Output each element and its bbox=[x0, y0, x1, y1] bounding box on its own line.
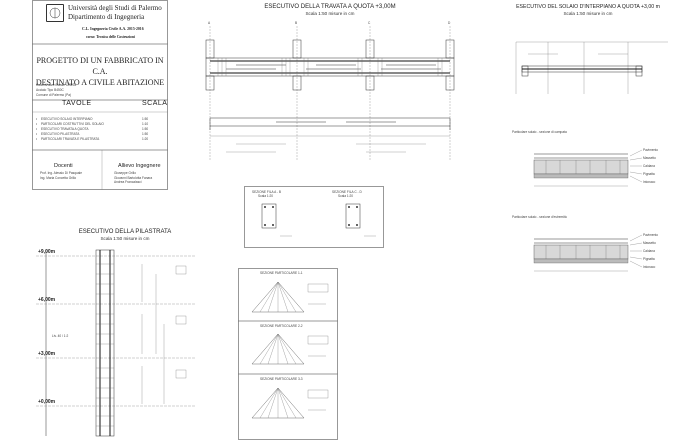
university-name: Università degli Studi di Palermo bbox=[68, 4, 162, 12]
solaio-detail1: Pavimento Massetto Caldana Pignatta Into… bbox=[510, 136, 670, 198]
project-title: PROGETTO DI UN FABBRICATO IN C.A. DESTIN… bbox=[32, 55, 168, 88]
spec-steel: Acciaio Tipo B450C bbox=[36, 88, 64, 92]
layer-label: Massetto bbox=[643, 241, 656, 245]
solaio-detail2-label: Particolare solaio - sezione d'estremità bbox=[512, 215, 567, 219]
axis-label-c: C bbox=[368, 21, 371, 25]
axis-label-b: B bbox=[295, 21, 298, 25]
section-left-scale: Scala 1:20 bbox=[258, 194, 274, 198]
particolari-panel: SEZIONE PARTICOLARE 1-1 SEZIONE PARTICOL… bbox=[238, 268, 338, 440]
tavole-row-name: ESECUTIVO TRAVATA A QUOTA bbox=[41, 127, 89, 131]
travata-title: ESECUTIVO DELLA TRAVATA A QUOTA +3,00M bbox=[264, 4, 396, 10]
scala-header: SCALA bbox=[142, 100, 168, 107]
tavole-row-name: ESECUTIVO SOLAIO INTERPIANO bbox=[41, 117, 93, 121]
layer-label: Intonaco bbox=[643, 265, 656, 269]
layer-label: Pignatta bbox=[643, 172, 655, 176]
layer-label: Intonaco bbox=[643, 180, 656, 184]
axis-label-d: D bbox=[448, 21, 451, 25]
travata-sections-box: SEZIONE FILA A - B SEZIONE FILA C - D Sc… bbox=[244, 186, 384, 248]
layer-label: Caldana bbox=[643, 164, 655, 168]
docenti-label: Docenti bbox=[54, 163, 73, 169]
layer-label: Massetto bbox=[643, 156, 656, 160]
tavole-header: TAVOLE bbox=[62, 100, 92, 107]
docente-name: Ing. Maria Concetta Grillo bbox=[40, 175, 77, 180]
tavole-row-scale: 1:50 bbox=[142, 132, 149, 136]
docenti-list: Prof. Ing. Alessio Di Pasquale Ing. Mari… bbox=[40, 171, 82, 180]
layer-label: Caldana bbox=[643, 249, 655, 253]
project-title-line1: PROGETTO DI UN FABBRICATO IN C.A. bbox=[36, 56, 164, 76]
layer-label: Pavimento bbox=[643, 233, 659, 237]
tavole-row-scale: 1:20 bbox=[142, 137, 149, 141]
tavole-row-scale: 1:10 bbox=[142, 122, 149, 126]
title-block: Università degli Studi di Palermo Dipart… bbox=[32, 0, 168, 190]
level-label: +9,00m bbox=[38, 249, 56, 255]
section-right-label: SEZIONE FILA C - D bbox=[332, 190, 362, 194]
subject-name: corso: Tecnica delle Costruzioni bbox=[86, 35, 135, 39]
docente-name: Prof. Ing. Alessio Di Pasquale bbox=[40, 171, 82, 175]
university-logo bbox=[46, 4, 64, 22]
solaio-title: ESECUTIVO DEL SOLAIO D'INTERPIANO A QUOT… bbox=[516, 4, 660, 10]
allievo-name: Giovanni Bartolotta Fanara bbox=[114, 175, 153, 180]
level-scale-label: Liv. 40 / 1:2 bbox=[52, 334, 69, 338]
tavole-row-name: ESECUTIVO PILASTRATA bbox=[41, 132, 80, 136]
layer-label: Pignatta bbox=[643, 257, 655, 261]
tavole-row-scale: 1:50 bbox=[142, 127, 149, 131]
spec-concrete: Calcestruzzo Classe C28/35 bbox=[36, 83, 77, 87]
level-label: +6,00m bbox=[38, 297, 56, 303]
layer-label: Pavimento bbox=[643, 148, 659, 152]
travata-drawing: A B C D bbox=[196, 18, 476, 168]
particolare-label: SEZIONE PARTICOLARE 2-2 bbox=[260, 324, 303, 328]
solaio-scale: Scala 1:50 misure in cm bbox=[563, 11, 613, 16]
spec-location: Comune di Palermo (Pa) bbox=[36, 93, 72, 97]
allievi-list: Giuseppe Grillo Giovanni Bartolotta Fana… bbox=[114, 171, 152, 185]
department-name: Dipartimento di Ingegneria bbox=[68, 13, 145, 21]
level-label: +3,00m bbox=[38, 351, 56, 357]
project-specs: Calcestruzzo Classe C28/35 Acciaio Tipo … bbox=[36, 83, 76, 98]
level-label: +0,00m bbox=[38, 399, 56, 405]
solaio-detail1-label: Particolare solaio - sezione di campata bbox=[512, 130, 567, 134]
allievo-label: Allievo Ingegnere bbox=[118, 163, 161, 169]
axis-label-a: A bbox=[208, 21, 211, 25]
tavole-row-name: PARTICOLARI COSTRUTTIVI DEL SOLAIO bbox=[41, 122, 104, 126]
solaio-plan bbox=[508, 20, 674, 100]
allievo-name: Giuseppe Grillo bbox=[114, 171, 136, 175]
travata-scale: Scala 1:50 misure in cm bbox=[305, 11, 355, 16]
allievo-name: Andrea Francalasci bbox=[114, 180, 142, 184]
course-name: C.L. Ingegneria Civile A.A. 2015-2016 bbox=[82, 27, 144, 31]
section-left-label: SEZIONE FILA A - B bbox=[252, 190, 282, 194]
project-title-line2: DESTINATO A CIVILE ABITAZIONE bbox=[35, 78, 165, 87]
pilastrata-drawing: +9,00m +6,00m +3,00m +0,00m Liv. 40 / 1:… bbox=[26, 244, 206, 440]
pilastrata-title: ESECUTIVO DELLA PILASTRATA bbox=[78, 229, 172, 235]
tavole-row-scale: 1:50 bbox=[142, 117, 149, 121]
pilastrata-scale: Scala 1:50 misure in cm bbox=[100, 236, 150, 241]
title-block-frame bbox=[32, 0, 168, 190]
particolare-label: SEZIONE PARTICOLARE 1-1 bbox=[260, 271, 303, 275]
tavole-row-name: PARTICOLARI TRAVATA E PILASTRATA bbox=[41, 137, 100, 141]
particolare-label: SEZIONE PARTICOLARE 3-3 bbox=[260, 377, 303, 381]
solaio-detail2: Pavimento Massetto Caldana Pignatta Into… bbox=[510, 221, 670, 283]
section-right-scale: Scala 1:20 bbox=[338, 194, 354, 198]
